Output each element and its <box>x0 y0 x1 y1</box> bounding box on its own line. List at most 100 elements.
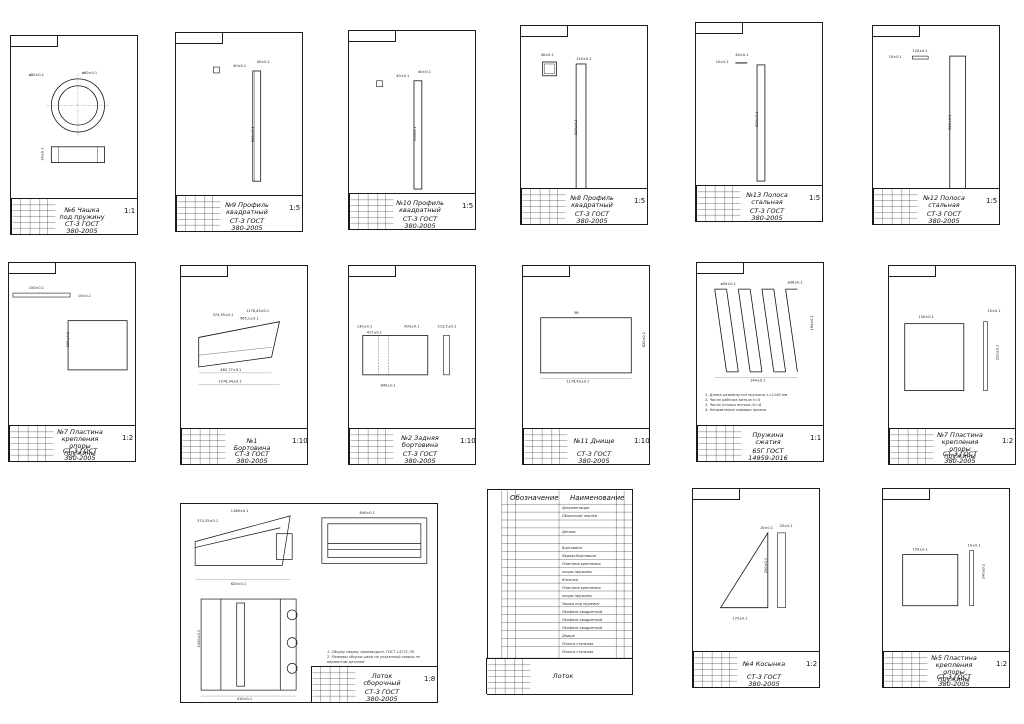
dim-label: 150±0.1 <box>919 315 934 319</box>
dim-label: 374,35±0.1 <box>197 519 218 523</box>
title-block: №12 Полоса стальная СТ-3 ГОСТ 380-2005 1… <box>873 188 999 225</box>
dim-label: 40±0.1 <box>396 74 409 78</box>
dim-label: 1176,43±0.1 <box>246 309 269 313</box>
drawing-sheet-spring: ø30±0.1 ø36±0.1 164±0.1 144±0.1 1. Длина… <box>696 262 824 462</box>
part-material: СТ-3 ГОСТ 380-2005 <box>936 673 972 688</box>
dim-label: 820±0.1 <box>755 112 759 127</box>
drawing-sheet-7: 150±0.1 10±0.1 150±0.1 №7 Пластина крепл… <box>8 262 136 462</box>
dim-label: 5б <box>574 311 578 315</box>
drawing-sheet-8: 40±0.1 120±0.1 820±0.1 №8 Профиль квадра… <box>520 25 648 225</box>
note-line: 4. Направление навивки правое <box>705 408 767 412</box>
part-title: №4 Косынка <box>742 660 786 668</box>
spec-row-name: Сборочный чертёж <box>562 514 598 518</box>
part-scale: 1:10 <box>460 437 476 445</box>
part-drawing: 10±0.1 40±0.1 820±0.1 <box>716 53 766 182</box>
part-scale: 1:1 <box>810 434 822 442</box>
dim-label: 130±0.1 <box>357 325 372 329</box>
sheet-corner-stamp <box>520 25 568 37</box>
title-block: №5 Пластина крепления опоры пружины СТ-3… <box>883 651 1009 688</box>
part-scale: 1:5 <box>809 194 821 202</box>
part-scale: 1:10 <box>634 437 650 445</box>
part-material: СТ-3 ГОСТ 380-2005 <box>402 215 438 230</box>
part-material: СТ-3 ГОСТ 380-2005 <box>234 450 270 465</box>
part-drawing: 40±0.1 40±0.1 740±0.1 <box>376 70 431 190</box>
part-material: 65Г ГОСТ 14959-2016 <box>748 447 788 462</box>
part-material: СТ-3 ГОСТ 380-2005 <box>574 210 610 225</box>
dim-label: 965,1±0.1 <box>240 317 259 321</box>
dim-label: 10±0.1 <box>78 294 91 298</box>
dim-label: ø30±0.1 <box>721 282 736 286</box>
part-material: СТ-3 ГОСТ 380-2005 <box>576 450 612 465</box>
spec-row-name: Задняя бортовина <box>562 554 596 558</box>
spec-row-name: опоры пружины <box>562 594 592 598</box>
part-material: СТ-3 ГОСТ 380-2005 <box>64 220 100 235</box>
dim-label: 820±0.1 <box>948 115 952 130</box>
part-drawing: 40±0.1 40±0.1 800±0.1 <box>213 60 270 182</box>
drawing-sheet-4: 10±0.1 20±0.1 170±0.1 200±0.1 №4 Косынка… <box>692 488 820 688</box>
part-drawing: 374,35±0.1 1176,43±0.1 965,1±0.1 482,77±… <box>198 309 280 385</box>
dim-label: 840±0.1 <box>359 511 374 515</box>
part-drawing: 150±0.1 10±0.1 220±0.1 <box>904 309 1001 391</box>
title-block: №7 Пластина крепления опоры пружины СТ-3… <box>9 425 135 462</box>
dim-label: 1186±0.1 <box>231 509 249 513</box>
dim-label: 10±0.1 <box>968 544 981 548</box>
sheet-corner-stamp <box>8 262 56 274</box>
dim-label: 840±0.1 <box>381 384 396 388</box>
part-scale: 1:5 <box>986 197 998 205</box>
part-drawing: 10±0.1 20±0.1 170±0.1 200±0.1 <box>719 524 793 621</box>
dim-label: 417±0.1 <box>367 331 382 335</box>
part-scale: 1:5 <box>462 202 474 210</box>
part-title: №7 Пластина крепления опоры пружины <box>57 428 103 457</box>
title-block: №4 Косынка СТ-3 ГОСТ 380-2005 1:2 <box>693 651 819 688</box>
part-title: №7 Пластина крепления опоры пружины <box>937 431 983 460</box>
dim-label: 374,35±0.1 <box>213 313 234 317</box>
sheet-corner-stamp <box>10 35 58 47</box>
sheet-corner-stamp <box>180 265 228 277</box>
title-block: №7 Пластина крепления опоры пружины СТ-3… <box>889 428 1015 465</box>
dim-label: 1078,94±0.1 <box>218 380 241 384</box>
part-scale: 1:2 <box>122 434 134 442</box>
note-line: 1. Сборку сварку производить ГОСТ 14771-… <box>327 650 414 654</box>
title-block: №6 Чашка под пружину СТ-3 ГОСТ 380-2005 … <box>11 198 137 235</box>
dim-label: 120±0.1 <box>912 49 927 53</box>
part-title: №9 Профиль квадратный <box>225 201 269 216</box>
spec-row-name: Бортовина <box>562 546 582 550</box>
title-block: Лоток сборочный СТ-3 ГОСТ 380-2005 1:8 <box>311 666 437 703</box>
sheet-corner-stamp <box>348 30 396 42</box>
drawing-sheet-1: 374,35±0.1 1176,43±0.1 965,1±0.1 482,77±… <box>180 265 308 465</box>
dim-label: 740±0.1 <box>413 126 417 141</box>
dim-label: 10±0.1 <box>716 60 729 64</box>
part-material: СТ-3 ГОСТ 380-2005 <box>364 688 400 703</box>
note-line: 1. Длина развёрнутой пружины L=1180 мм <box>705 393 788 397</box>
spec-row-name: Детали <box>562 530 576 534</box>
dim-label: ø60±0.1 <box>82 71 97 75</box>
drawing-sheet-11: 5б 1176,43±0.1 820±0.1 №11 Днище СТ-3 ГО… <box>522 265 650 465</box>
part-drawing: 5б 1176,43±0.1 820±0.1 <box>540 311 646 384</box>
title-block: №13 Полоса стальная СТ-3 ГОСТ 380-2005 1… <box>696 185 822 222</box>
spec-row-name: Полоса стальная <box>562 642 594 646</box>
part-material: СТ-3 ГОСТ 380-2005 <box>62 447 98 462</box>
spec-row-name: Пластина крепления <box>562 562 601 566</box>
part-scale: 1:2 <box>806 660 818 668</box>
drawing-sheet-12: 10±0.1 120±0.1 820±0.1 №12 Полоса стальн… <box>872 25 1000 225</box>
part-title: №8 Профиль квадратный <box>570 194 614 209</box>
part-title: №6 Чашка под пружину <box>59 206 105 221</box>
title-block: №10 Профиль квадратный СТ-3 ГОСТ 380-200… <box>349 193 475 230</box>
sheet-corner-stamp <box>695 22 743 34</box>
dim-label: 40±0.1 <box>233 64 246 68</box>
dim-label: 120±0.1 <box>576 57 591 61</box>
part-title: Лоток сборочный <box>363 672 401 687</box>
technical-notes: 1. Длина развёрнутой пружины L=1180 мм 2… <box>705 393 821 413</box>
part-scale: 1:10 <box>292 437 308 445</box>
title-block: Пружина сжатия 65Г ГОСТ 14959-2016 1:1 <box>697 425 823 462</box>
dim-label: 10±0.1 <box>760 526 773 530</box>
drawing-sheet-7b: 150±0.1 10±0.1 220±0.1 №7 Пластина крепл… <box>888 265 1016 465</box>
drawing-sheet-5: 150±0.1 10±0.1 140±0.1 №5 Пластина крепл… <box>882 488 1010 688</box>
dim-label: 220±0.1 <box>995 345 999 360</box>
dim-label: 144±0.1 <box>750 379 765 383</box>
part-title: №1 Бортовина <box>233 437 271 452</box>
dim-label: ø80±0.1 <box>29 73 44 77</box>
spec-row-name: Днище <box>562 634 575 638</box>
spec-row-name: Полоса стальная <box>562 650 594 654</box>
